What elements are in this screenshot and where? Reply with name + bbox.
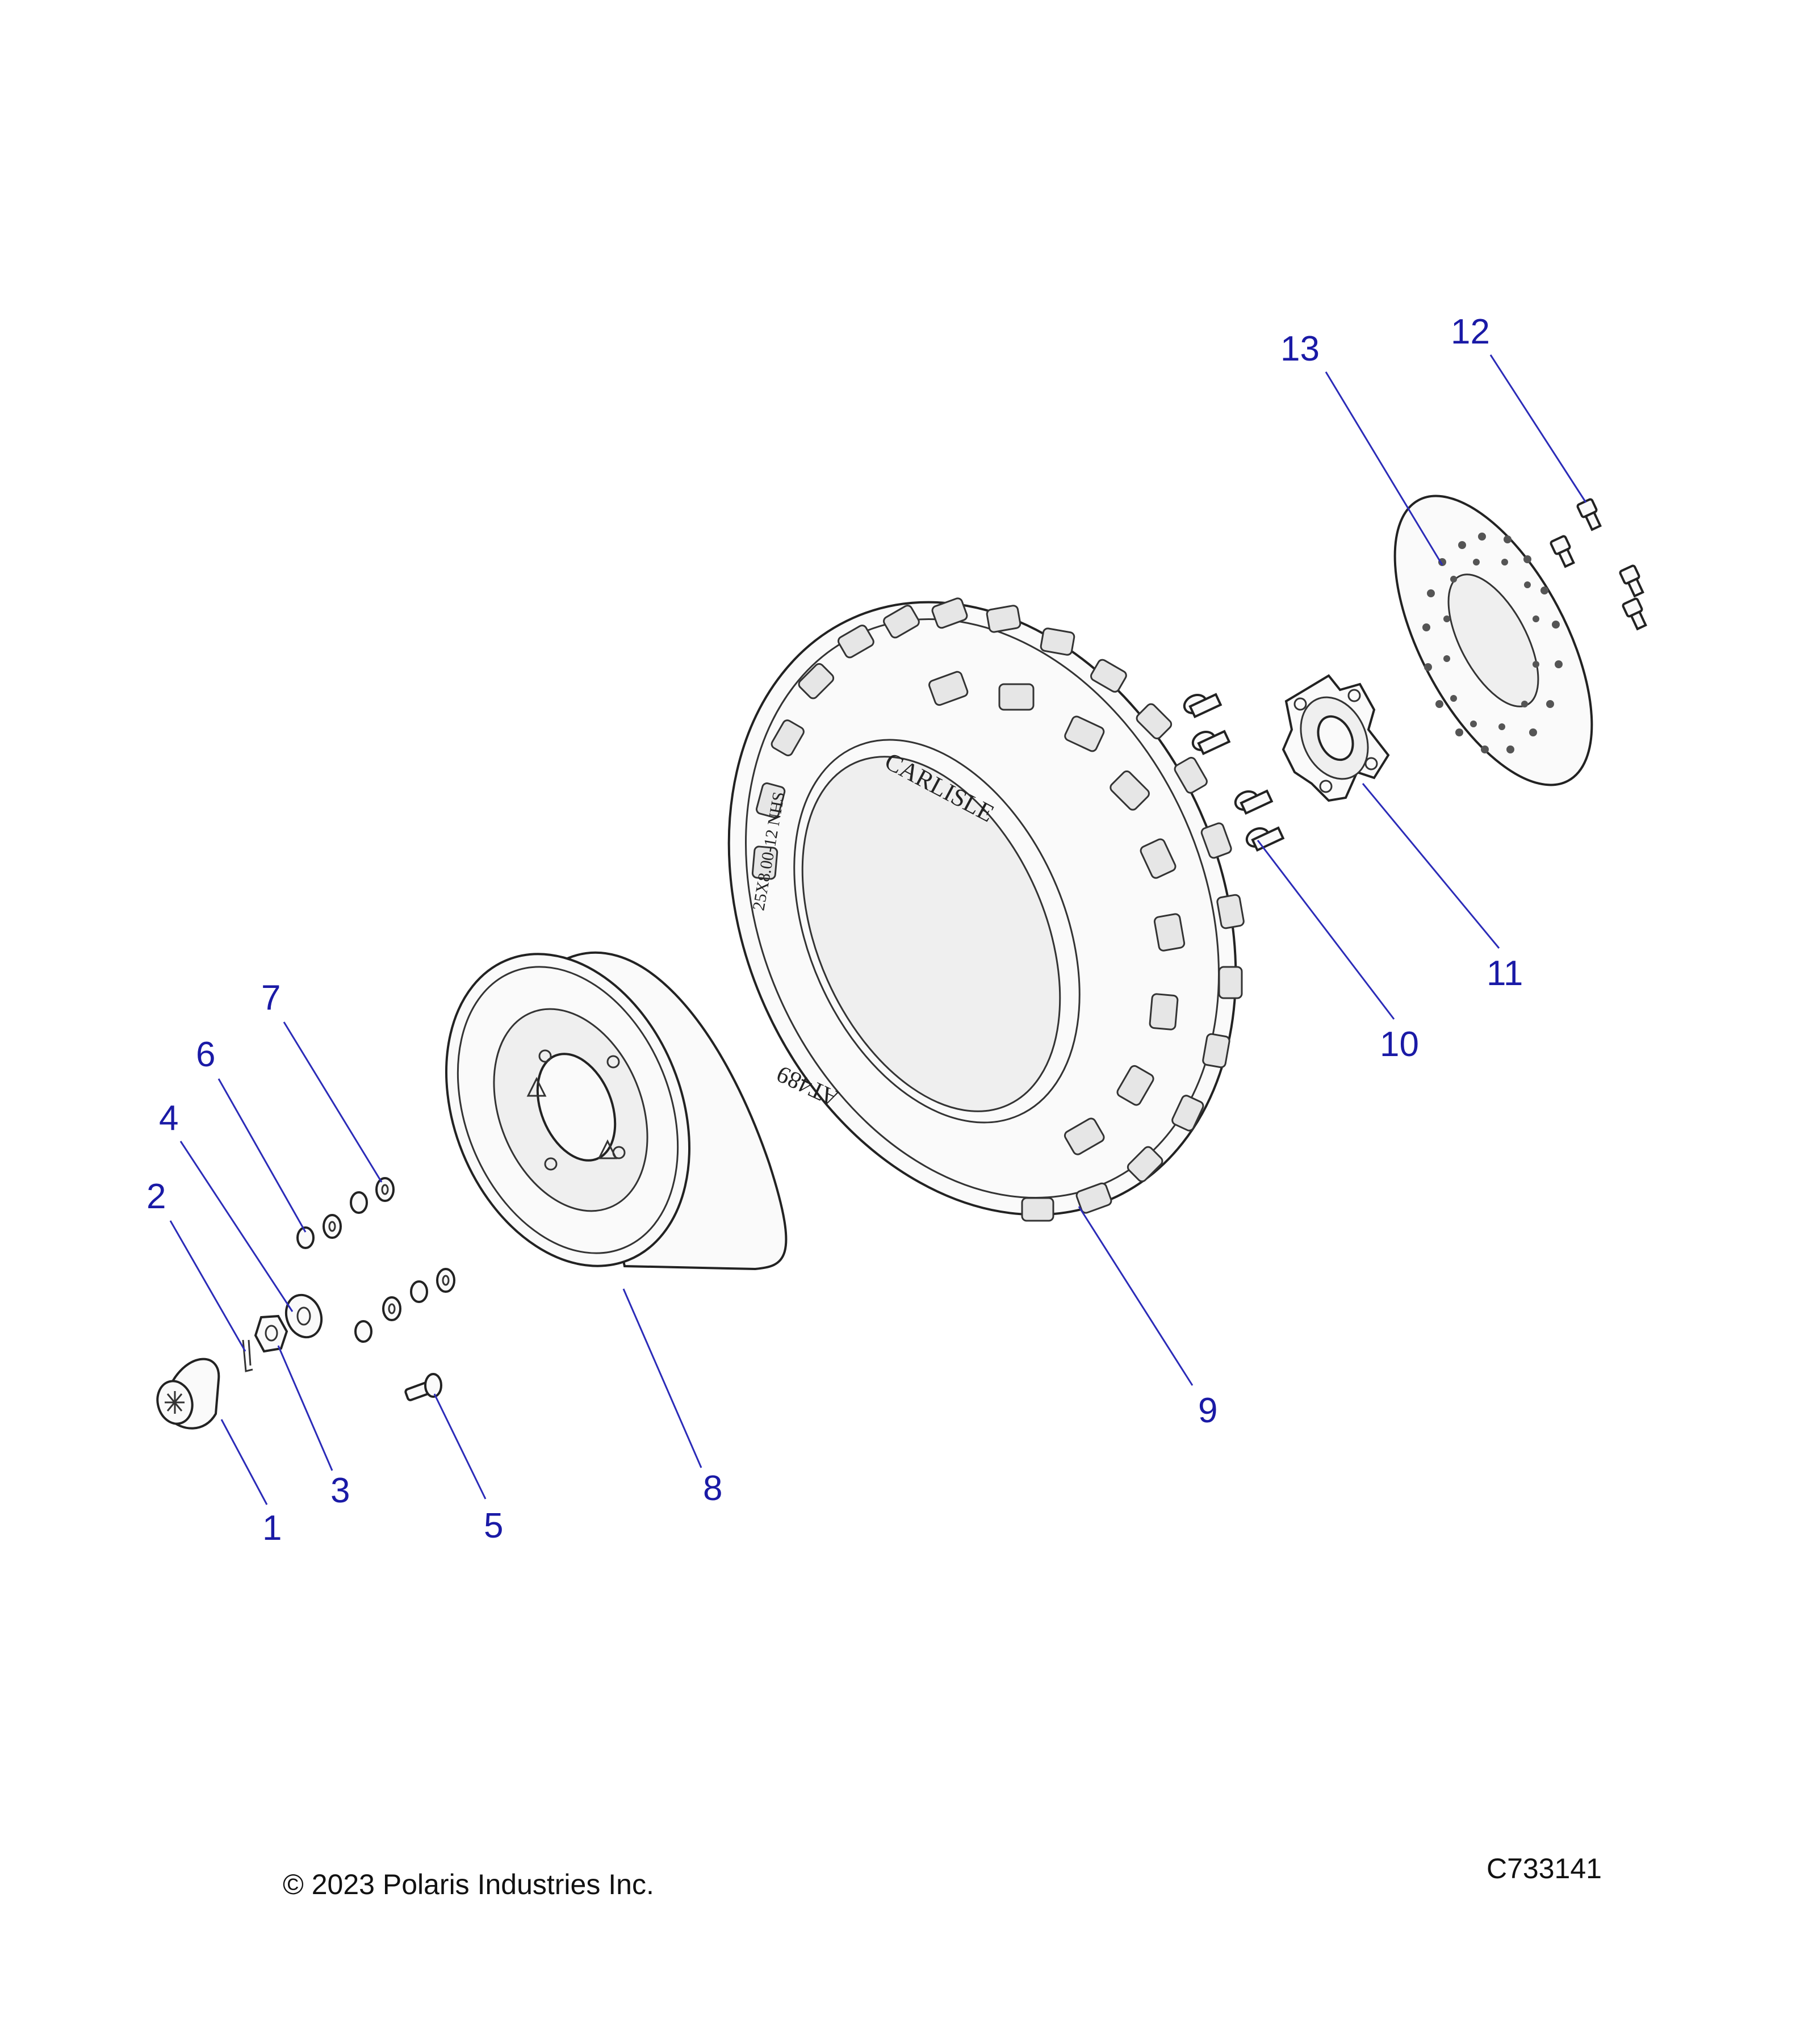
upper-nut-washer-group (296, 1177, 395, 1249)
washer (375, 1177, 395, 1202)
leader-line-1 (220, 1419, 268, 1505)
callout-6: 6 (196, 1035, 215, 1074)
leader-line-9 (1078, 1206, 1194, 1386)
washer (382, 1296, 401, 1321)
disc-bolt (1576, 498, 1602, 531)
callout-labels: 1 2 3 4 5 6 7 8 9 10 11 12 13 (146, 312, 1523, 1548)
hub-washer (284, 1293, 323, 1339)
wheel-stud (1183, 693, 1223, 719)
leader-lines (169, 354, 1587, 1505)
callout-12: 12 (1451, 312, 1490, 351)
callout-11: 11 (1487, 954, 1523, 993)
leader-line-4 (179, 1141, 294, 1312)
callout-9: 9 (1198, 1391, 1217, 1430)
lower-nut-washer-group (354, 1268, 455, 1343)
callout-3: 3 (330, 1471, 350, 1510)
nut (410, 1280, 428, 1303)
tire-tread (751, 597, 1245, 1222)
leader-line-2 (169, 1220, 246, 1352)
leader-line-6 (217, 1078, 307, 1233)
disc-bolt (1622, 597, 1647, 631)
leader-line-10 (1257, 840, 1395, 1020)
callout-13: 13 (1280, 329, 1320, 368)
leader-line-5 (433, 1393, 487, 1500)
brake-disc (1393, 495, 1593, 786)
callout-4: 4 (159, 1099, 178, 1138)
callout-10: 10 (1380, 1025, 1419, 1064)
disc-bolt (1619, 564, 1644, 598)
leader-line-3 (277, 1345, 333, 1471)
hub-cap (156, 1358, 220, 1430)
washer (323, 1214, 342, 1239)
nut (296, 1226, 315, 1249)
valve-stem (404, 1373, 442, 1401)
tire: CARLISLE 25X8.00-12 NHS AT489 (727, 597, 1245, 1222)
leader-line-13 (1325, 371, 1443, 566)
leader-line-11 (1362, 783, 1500, 949)
drawing-number: C733141 (1487, 1853, 1602, 1884)
leader-line-12 (1489, 354, 1587, 503)
wheel-stud (1234, 789, 1274, 815)
castle-nut (254, 1314, 288, 1353)
callout-1: 1 (262, 1509, 282, 1548)
cotter-pin (242, 1339, 253, 1372)
disc-bolt-group (1550, 498, 1647, 631)
nut (354, 1320, 372, 1343)
washer (436, 1268, 455, 1293)
leader-line-7 (283, 1021, 383, 1183)
callout-7: 7 (261, 978, 280, 1017)
wheel-rim (445, 951, 788, 1271)
callout-2: 2 (146, 1177, 166, 1216)
wheel-stud (1191, 730, 1231, 756)
nut (350, 1191, 368, 1214)
leader-line-8 (622, 1288, 702, 1468)
wheel-hub (1282, 674, 1390, 802)
callout-5: 5 (484, 1506, 503, 1545)
copyright-notice: © 2023 Polaris Industries Inc. (283, 1869, 654, 1900)
callout-8: 8 (703, 1469, 722, 1508)
disc-bolt (1550, 535, 1575, 568)
